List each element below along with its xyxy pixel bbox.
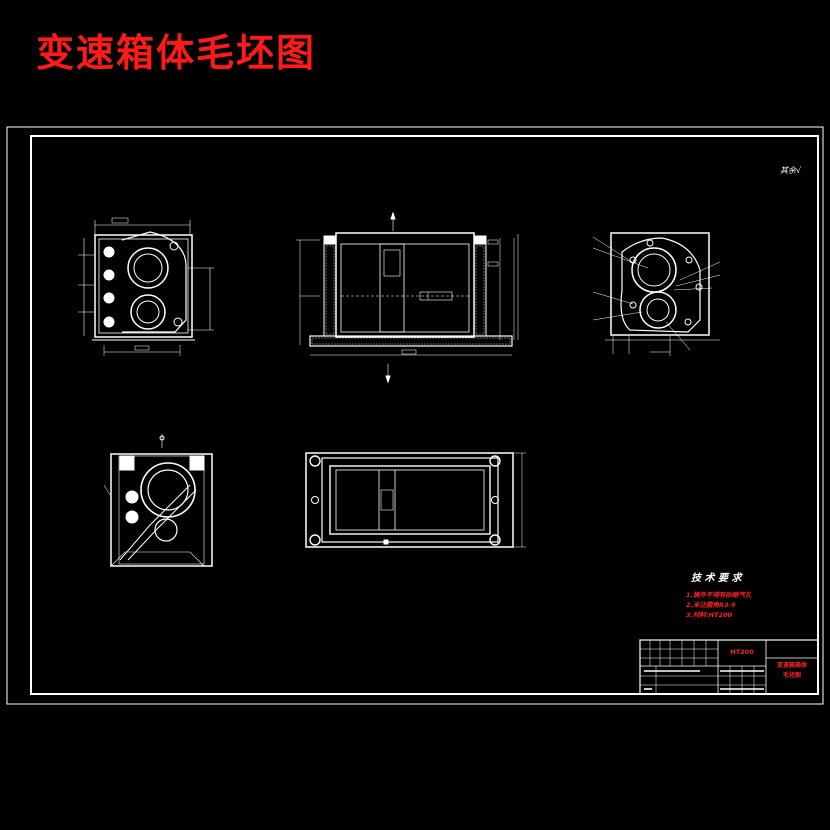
roughness-note: 其余√ (780, 166, 802, 175)
title-block-material: HT200 (730, 648, 754, 656)
front-view (78, 217, 214, 356)
inner-border (30, 135, 819, 695)
title-block-drawing-name: 变速箱箱体 (777, 661, 808, 669)
tech-requirement-item: 1.铸件不得有砂眼气孔 (686, 591, 752, 599)
tech-requirements-heading: 技 术 要 求 (691, 572, 743, 584)
outer-border (6, 126, 824, 705)
top-view (305, 452, 526, 548)
tech-requirement-item: 3.材料:HT200 (686, 611, 733, 619)
title-block-drawing-name: 毛坯图 (783, 671, 801, 679)
tech-requirements: 技 术 要 求 1.铸件不得有砂眼气孔 2.未注圆角R3-5 3.材料:HT20… (686, 572, 752, 619)
bottom-left-view (103, 434, 213, 567)
page-title: 变速箱体毛坯图 (36, 30, 317, 75)
title-block: HT200 变速箱箱体 毛坯图 (639, 639, 819, 695)
tech-requirement-item: 2.未注圆角R3-5 (686, 601, 736, 609)
section-view (296, 211, 519, 384)
side-view (592, 232, 721, 356)
